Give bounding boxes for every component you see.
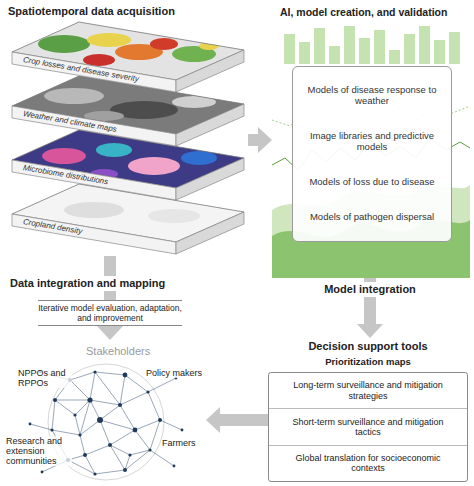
stakeholder-globe: StakeholdersNPPOs and RPPOs Policy makers… xyxy=(6,340,206,484)
stage-label: Data integration and mapping xyxy=(8,276,167,291)
node-text: Models of disease response to weather xyxy=(301,85,443,107)
layer-map-image xyxy=(4,130,248,202)
layer-front-edge xyxy=(12,214,176,254)
data-layer: Cropland density xyxy=(4,184,248,256)
node-text: NPPOs and RPPOs xyxy=(18,368,72,388)
options-box: Long-term surveillance and mitigation st… xyxy=(268,372,468,482)
arrow-head xyxy=(258,127,272,153)
arrow-head xyxy=(206,407,220,433)
feedback-note: Iterative model evaluation, adaptation, … xyxy=(38,300,182,326)
model-panel: AI, model creation, and validationModels… xyxy=(272,4,470,278)
node-text: Short-term surveillance and mitigation t… xyxy=(269,408,467,444)
node-text: Spatiotemporal data acquisition xyxy=(8,5,175,18)
node-text: Farmers xyxy=(162,438,196,448)
flow-arrow xyxy=(97,256,123,340)
node-text: Stakeholders xyxy=(86,345,150,358)
arrow-head xyxy=(97,326,123,340)
data-layer: Microbiome distributions xyxy=(4,130,248,202)
layer-map-image xyxy=(4,22,248,94)
layer-side-edge xyxy=(176,212,244,254)
bar-chart xyxy=(284,26,460,64)
layer-side-edge xyxy=(176,50,244,92)
decision-tools: Long-term surveillance and mitigation st… xyxy=(268,338,468,482)
model-list-box: Models of disease response to weatherIma… xyxy=(292,66,452,242)
stage-label: Model integration xyxy=(320,282,420,297)
layer-side-edge xyxy=(176,104,244,146)
layer-map-image xyxy=(4,76,248,148)
node-text: Long-term surveillance and mitigation st… xyxy=(269,373,467,408)
data-layer: Crop losses and disease severity xyxy=(4,22,248,94)
node-text: Global translation for socioeconomic con… xyxy=(269,445,467,481)
arrow-head xyxy=(357,324,383,338)
node-text: Models of pathogen dispersal xyxy=(310,212,434,223)
flow-arrow xyxy=(248,127,272,153)
node-text: Prioritization maps xyxy=(268,357,468,368)
node-text: Image libraries and predictive models xyxy=(301,131,443,153)
data-layer: Weather and climate maps xyxy=(4,76,248,148)
flow-arrow xyxy=(206,407,268,433)
node-text: Research and extension communities xyxy=(6,436,72,466)
node-text: AI, model creation, and validation xyxy=(280,6,447,18)
node-text: Policy makers xyxy=(146,368,204,378)
node-text: Decision support tools xyxy=(268,340,468,353)
data-stack: Spatiotemporal data acquisitionCrop loss… xyxy=(4,4,248,256)
node-text: Models of loss due to disease xyxy=(309,177,434,188)
layer-map-image xyxy=(4,184,248,256)
layer-side-edge xyxy=(176,158,244,200)
arrow-shaft xyxy=(218,414,268,426)
